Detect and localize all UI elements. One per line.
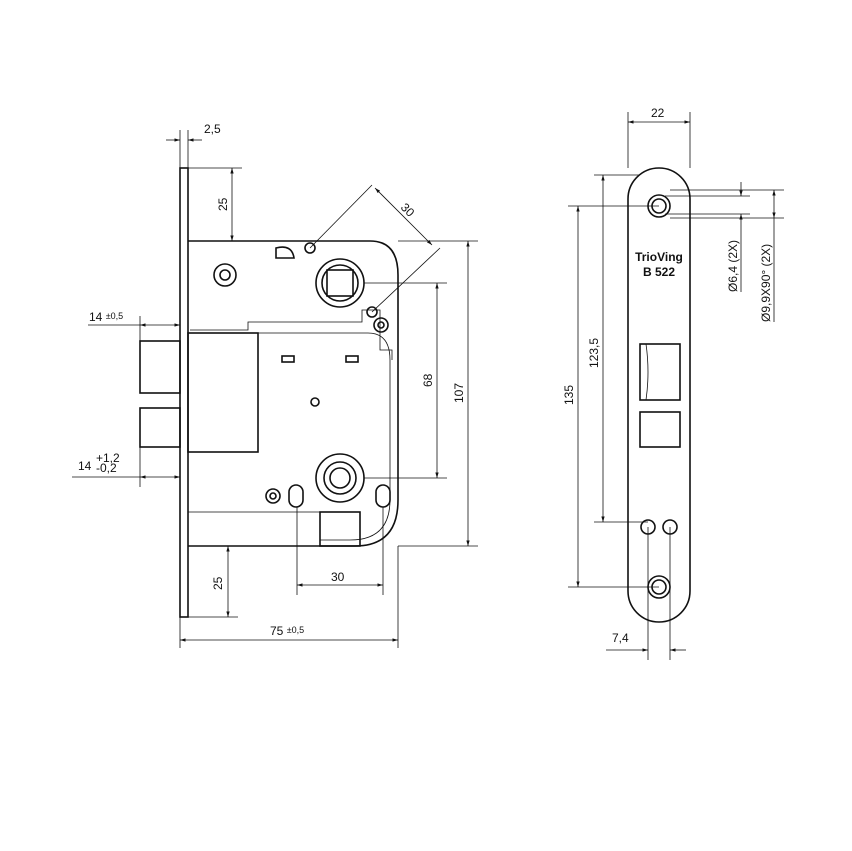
dead-bolt [139, 407, 181, 448]
brand-label: TrioVing [635, 250, 683, 264]
latch-bolt [139, 340, 181, 394]
strike-plate-dimensions: 22 135 123,5 Ø6,4 (2X) Ø9,9X90° (2X) 7,4 [562, 106, 784, 660]
dim-width: 22 [651, 106, 665, 120]
dim-backset: 75 ±0,5 [270, 624, 304, 638]
dim-diagonal: 30 [398, 200, 418, 220]
lock-body-dimensions: 2,5 25 30 68 107 14 ±0,5 14 +1,2 -0,2 25… [72, 122, 478, 648]
dim-faceplate: 2,5 [204, 122, 221, 136]
dim-bolt-tol-minus: -0,2 [96, 461, 117, 475]
dim-bolt: 14 [78, 459, 92, 473]
follower [315, 258, 365, 308]
model-label: B 522 [643, 265, 675, 279]
dim-68: 68 [421, 373, 435, 387]
lock-case [188, 240, 399, 547]
bolt-opening [639, 411, 681, 448]
dim-top-offset: 25 [216, 197, 230, 211]
dim-inner-spacing: 123,5 [587, 338, 601, 368]
latch-housing [187, 332, 259, 453]
dim-hole-spacing: 30 [331, 570, 345, 584]
dim-bottom-offset: 25 [211, 576, 225, 590]
dim-bottom-holes: 7,4 [612, 631, 629, 645]
dim-latch: 14 ±0,5 [89, 310, 123, 324]
dim-bolt-tol-plus: +1,2 [96, 451, 120, 465]
strike-plate-view: TrioVing B 522 [627, 167, 691, 623]
latch-opening [639, 343, 681, 401]
dim-countersink: Ø9,9X90° (2X) [759, 244, 773, 322]
dim-107: 107 [452, 383, 466, 403]
strike-plate [627, 167, 691, 623]
dim-hole-spacing-strike: 135 [562, 385, 576, 405]
faceplate [179, 167, 189, 618]
dim-hole-diameter: Ø6,4 (2X) [726, 240, 740, 292]
lock-body-view [139, 167, 399, 618]
